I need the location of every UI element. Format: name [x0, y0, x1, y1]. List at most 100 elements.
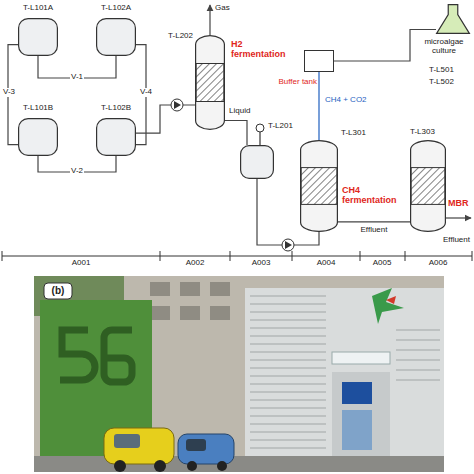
column-body — [196, 36, 225, 130]
vessel-outline — [96, 18, 136, 56]
stream-label: Effluent — [360, 226, 389, 235]
car-wheel — [154, 460, 166, 472]
vessel-body — [19, 19, 58, 56]
pump-symbol — [174, 101, 181, 109]
window — [150, 282, 170, 296]
stream-label: CH4 + CO2 — [324, 96, 368, 105]
fermentation-column: T-L202H2 fermentation — [195, 35, 225, 130]
window — [210, 282, 230, 296]
section-code: A005 — [372, 259, 393, 268]
pump-symbol — [282, 239, 294, 251]
culture-label: microalgae culture — [416, 37, 472, 55]
tank-label: T-L501 — [428, 66, 455, 75]
tank-label: T-L101A — [14, 3, 62, 12]
valve-label: V-3 — [2, 88, 16, 97]
column-outline — [300, 140, 338, 232]
tank-label: T-L202 — [151, 31, 193, 40]
vessel-outline — [96, 118, 136, 156]
pipe-connector — [318, 72, 319, 140]
vessel-body — [97, 119, 136, 156]
process-title: CH4 fermentation — [342, 185, 404, 206]
packed-bed — [196, 64, 224, 102]
car-wheel — [217, 461, 227, 471]
photo-background — [34, 276, 444, 472]
column-body — [301, 141, 338, 232]
window — [180, 306, 200, 320]
scale-tick — [292, 251, 293, 261]
stream-label: Liquid — [228, 107, 251, 116]
tank-label: T-L201 — [268, 121, 308, 130]
sign-panel — [332, 352, 390, 364]
station-photo — [34, 276, 444, 472]
tank-label: T-L502 — [428, 78, 455, 87]
pipe-connector — [136, 105, 195, 133]
section-code: A004 — [316, 259, 337, 268]
window — [180, 282, 200, 296]
vessel-outline — [240, 145, 274, 179]
vessel-body — [241, 146, 274, 179]
buffer-tank: Buffer tank — [304, 50, 334, 72]
flask-body — [437, 5, 470, 34]
tank-label: T-L102A — [92, 3, 140, 12]
storage-tank: T-L101A — [18, 18, 58, 56]
window — [150, 306, 170, 320]
pump-symbol — [171, 99, 183, 111]
valve-label: V-1 — [70, 73, 84, 82]
wall-figure — [60, 330, 95, 380]
packed-bed — [411, 168, 445, 205]
dispenser-panel — [342, 410, 372, 450]
valve-label: V-4 — [139, 88, 153, 97]
column-body — [411, 141, 446, 232]
fermentation-column: T-L301CH4 fermentation — [300, 140, 338, 232]
scale-tick — [230, 251, 231, 261]
ground — [34, 456, 444, 472]
pump-symbol — [285, 241, 292, 249]
scale-tick — [360, 251, 361, 261]
wall-figure — [104, 330, 132, 382]
vessel-body — [19, 119, 58, 156]
vessel-outline — [18, 18, 58, 56]
pipe-connector — [334, 30, 436, 62]
car-window — [114, 434, 140, 448]
stirrer-motor — [256, 124, 264, 132]
bird-logo — [372, 288, 404, 324]
section-code: A006 — [428, 259, 449, 268]
process-title: H2 fermentation — [231, 39, 297, 60]
bird-logo — [386, 296, 396, 304]
car-wheel — [114, 460, 126, 472]
stream-label: Effluent — [442, 236, 471, 245]
green-wall — [40, 300, 152, 460]
flask-outline — [436, 4, 470, 34]
tank-label: Buffer tank — [255, 77, 317, 86]
packed-bed — [301, 168, 337, 205]
section-code: A002 — [185, 259, 206, 268]
tank-label: T-L303 — [410, 127, 450, 136]
section-code: A003 — [251, 259, 272, 268]
scale-tick — [160, 251, 161, 261]
scale-tick — [405, 251, 406, 261]
scale-line — [2, 256, 472, 257]
yellow-car — [104, 428, 174, 464]
pump-symbol — [171, 99, 183, 111]
column-outline — [195, 35, 225, 130]
process-title: MBR — [448, 198, 472, 208]
panel-tag — [44, 283, 72, 299]
storage-tank: T-L102B — [96, 118, 136, 156]
pipe-connector — [338, 221, 410, 222]
pump-symbol — [282, 239, 294, 251]
valve-label: V-2 — [70, 167, 84, 176]
vessel-outline — [18, 118, 58, 156]
station-building — [245, 288, 444, 472]
panel-letter: (b) — [51, 285, 66, 296]
tank-label: T-L301 — [341, 128, 381, 137]
vessel-body — [97, 19, 136, 56]
pipe-connector — [225, 121, 247, 146]
effluent-outlet — [446, 217, 471, 218]
storage-tank: T-L102A — [96, 18, 136, 56]
